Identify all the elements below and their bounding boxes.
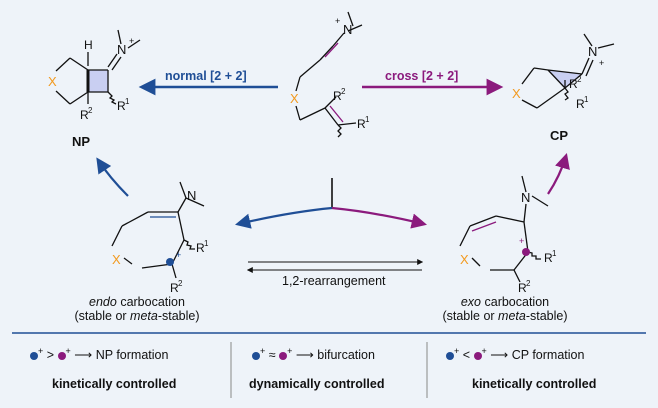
summary-control-1: kinetically controlled (52, 377, 177, 391)
plus-start: + (335, 16, 340, 26)
cross-label: cross [2 + 2] (385, 69, 459, 83)
endo-to-np-arrow (96, 157, 129, 197)
exo-to-cp-arrow (547, 153, 570, 195)
r1-np: R (117, 99, 126, 113)
atom-h-np: H (84, 38, 93, 52)
exo-caption: exo carbocation (stable or meta-stable) (430, 295, 580, 323)
endo-sub-a: (stable or (74, 309, 131, 323)
endo-cation-dot (166, 258, 174, 266)
r1-start: R (357, 117, 366, 131)
r1-np-sup: 1 (125, 97, 130, 106)
r2-exo-sup: 2 (526, 279, 531, 288)
endo-dot-icon (30, 351, 38, 360)
rearrangement-label: 1,2-rearrangement (282, 274, 386, 288)
arrow-icon: ⟶ (74, 348, 93, 363)
atom-n-start: N (343, 22, 352, 37)
exo-plus: + (519, 236, 524, 246)
exo-cation-dot (522, 248, 530, 256)
summary-control-3: kinetically controlled (472, 377, 597, 391)
r1-endo: R (196, 241, 205, 255)
endo-structure (111, 181, 205, 279)
compare-symbol-2: ≈ (268, 348, 276, 363)
starting-material (295, 11, 363, 138)
r1-cp-sup: 1 (584, 95, 589, 104)
atom-n-np: N (117, 42, 126, 57)
r2-cp: R (569, 77, 578, 91)
plus-cp: + (599, 58, 604, 68)
endo-caption: endo carbocation (stable or meta-stable) (62, 295, 212, 323)
exo-dot-icon (57, 351, 66, 360)
cp-label: CP (550, 128, 569, 143)
arrow-icon: ⟶ (490, 348, 509, 363)
atom-x-cp: X (512, 86, 521, 101)
r1-endo-sup: 1 (204, 239, 209, 248)
normal-label: normal [2 + 2] (165, 69, 247, 83)
exo-dot-icon (279, 351, 288, 360)
np-label: NP (72, 134, 91, 149)
exo-structure (459, 175, 549, 283)
atom-n-exo: N (521, 190, 530, 205)
atom-n-endo: N (187, 188, 196, 203)
endo-caption-italic: endo (89, 295, 117, 309)
arrow-icon: ⟶ (295, 348, 314, 363)
endo-sub-b: -stable) (157, 309, 200, 323)
summary-result-3: CP formation (511, 348, 585, 363)
r1-exo-sup: 1 (552, 249, 557, 258)
bifurcation-arrow-exo (331, 206, 427, 229)
r2-exo: R (518, 281, 527, 295)
summary-condition-2: + ≈ + ⟶ bifurcation (252, 346, 375, 362)
r2-endo-sup: 2 (178, 279, 183, 288)
atom-n-cp: N (588, 44, 597, 59)
r2-np-sup: 2 (88, 106, 93, 115)
summary-condition-3: + < + ⟶ CP formation (446, 346, 584, 362)
summary-condition-1: + > + ⟶ NP formation (30, 346, 168, 362)
summary-result-2: bifurcation (317, 348, 375, 363)
r2-endo: R (170, 281, 179, 295)
endo-plus: + (176, 250, 181, 260)
exo-sub-a: (stable or (442, 309, 499, 323)
r1-cp: R (576, 97, 585, 111)
np-structure (55, 29, 141, 105)
r1-start-sup: 1 (365, 115, 370, 124)
exo-sub-italic: meta (498, 309, 526, 323)
compare-symbol-3: < (462, 348, 471, 363)
r2-np: R (80, 108, 89, 122)
r1-exo: R (544, 251, 553, 265)
atom-x-start: X (290, 91, 299, 106)
endo-sub-italic: meta (130, 309, 158, 323)
atom-x-np: X (48, 74, 57, 89)
bifurcation-arrow-endo (234, 206, 333, 229)
endo-caption-rest: carbocation (116, 295, 185, 309)
exo-caption-italic: exo (460, 295, 482, 309)
exo-sub-b: -stable) (525, 309, 568, 323)
summary-result-1: NP formation (95, 348, 169, 363)
cp-structure (521, 33, 615, 109)
atom-x-endo: X (112, 252, 121, 267)
endo-dot-icon (446, 351, 454, 360)
r2-cp-sup: 2 (577, 75, 582, 84)
summary-control-2: dynamically controlled (249, 377, 385, 391)
plus-np: + (129, 36, 134, 46)
r2-start: R (333, 89, 342, 103)
exo-caption-rest: carbocation (481, 295, 550, 309)
endo-dot-icon (252, 351, 260, 360)
exo-dot-icon (473, 351, 482, 360)
r2-start-sup: 2 (341, 87, 346, 96)
atom-x-exo: X (460, 252, 469, 267)
compare-symbol-1: > (46, 348, 55, 363)
